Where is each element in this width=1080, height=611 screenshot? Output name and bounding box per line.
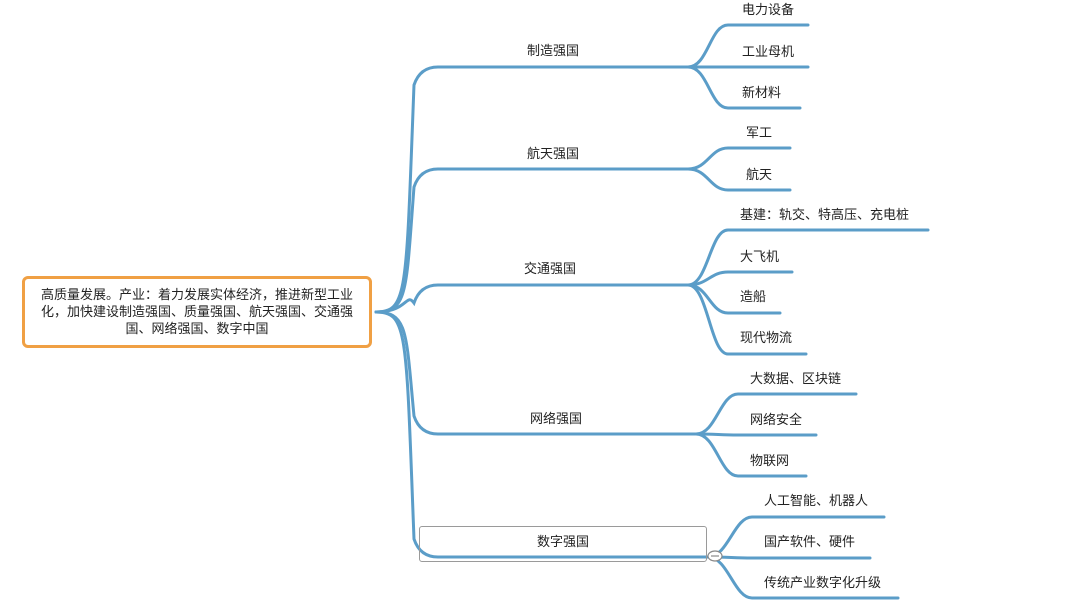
branch-label-network[interactable]: 网络强国 xyxy=(530,412,583,427)
root-topic-text: 高质量发展。产业：着力发展实体经济，推进新型工业化，加快建设制造强国、质量强国、… xyxy=(40,287,353,337)
root-topic[interactable]: 高质量发展。产业：着力发展实体经济，推进新型工业化，加快建设制造强国、质量强国、… xyxy=(22,276,372,348)
leaf-label[interactable]: 造船 xyxy=(740,290,767,305)
branch-connector-1 xyxy=(374,167,690,314)
leaf-connector-1-1 xyxy=(686,167,792,192)
leaf-connector-2-3 xyxy=(686,283,808,356)
collapse-toggle-icon[interactable] xyxy=(706,549,724,563)
leaf-connector-3-2 xyxy=(694,432,808,478)
leaf-label[interactable]: 国产软件、硬件 xyxy=(764,535,856,550)
leaf-label[interactable]: 航天 xyxy=(746,168,773,183)
leaf-label[interactable]: 工业母机 xyxy=(742,45,795,60)
leaf-connector-2-0 xyxy=(686,228,930,287)
leaf-label[interactable]: 基建：轨交、特高压、充电桩 xyxy=(740,208,910,223)
leaf-label[interactable]: 大飞机 xyxy=(740,250,780,265)
leaf-label[interactable]: 人工智能、机器人 xyxy=(764,494,869,509)
leaf-connector-0-2 xyxy=(686,65,802,110)
leaf-connector-2-1 xyxy=(686,270,794,287)
branch-label-transportation[interactable]: 交通强国 xyxy=(524,262,577,277)
branch-label-aerospace[interactable]: 航天强国 xyxy=(527,147,580,162)
leaf-label[interactable]: 网络安全 xyxy=(750,413,803,428)
leaf-connector-3-1 xyxy=(694,432,818,437)
leaf-label[interactable]: 物联网 xyxy=(750,454,790,469)
branch-connector-2 xyxy=(374,283,690,314)
leaf-connector-1-0 xyxy=(686,146,792,171)
leaf-label[interactable]: 新材料 xyxy=(742,86,782,101)
leaf-label[interactable]: 电力设备 xyxy=(742,3,795,18)
leaf-label[interactable]: 传统产业数字化升级 xyxy=(764,576,882,591)
leaf-label[interactable]: 大数据、区块链 xyxy=(750,372,842,387)
branch-label-digital[interactable]: 数字强国 xyxy=(537,535,590,550)
branch-connector-4 xyxy=(374,310,710,559)
leaf-connector-4-1 xyxy=(706,555,872,560)
branch-label-manufacturing[interactable]: 制造强国 xyxy=(527,44,580,59)
selected-topic-frame[interactable] xyxy=(419,526,707,562)
leaf-label[interactable]: 现代物流 xyxy=(740,331,793,346)
leaf-label[interactable]: 军工 xyxy=(746,126,773,141)
